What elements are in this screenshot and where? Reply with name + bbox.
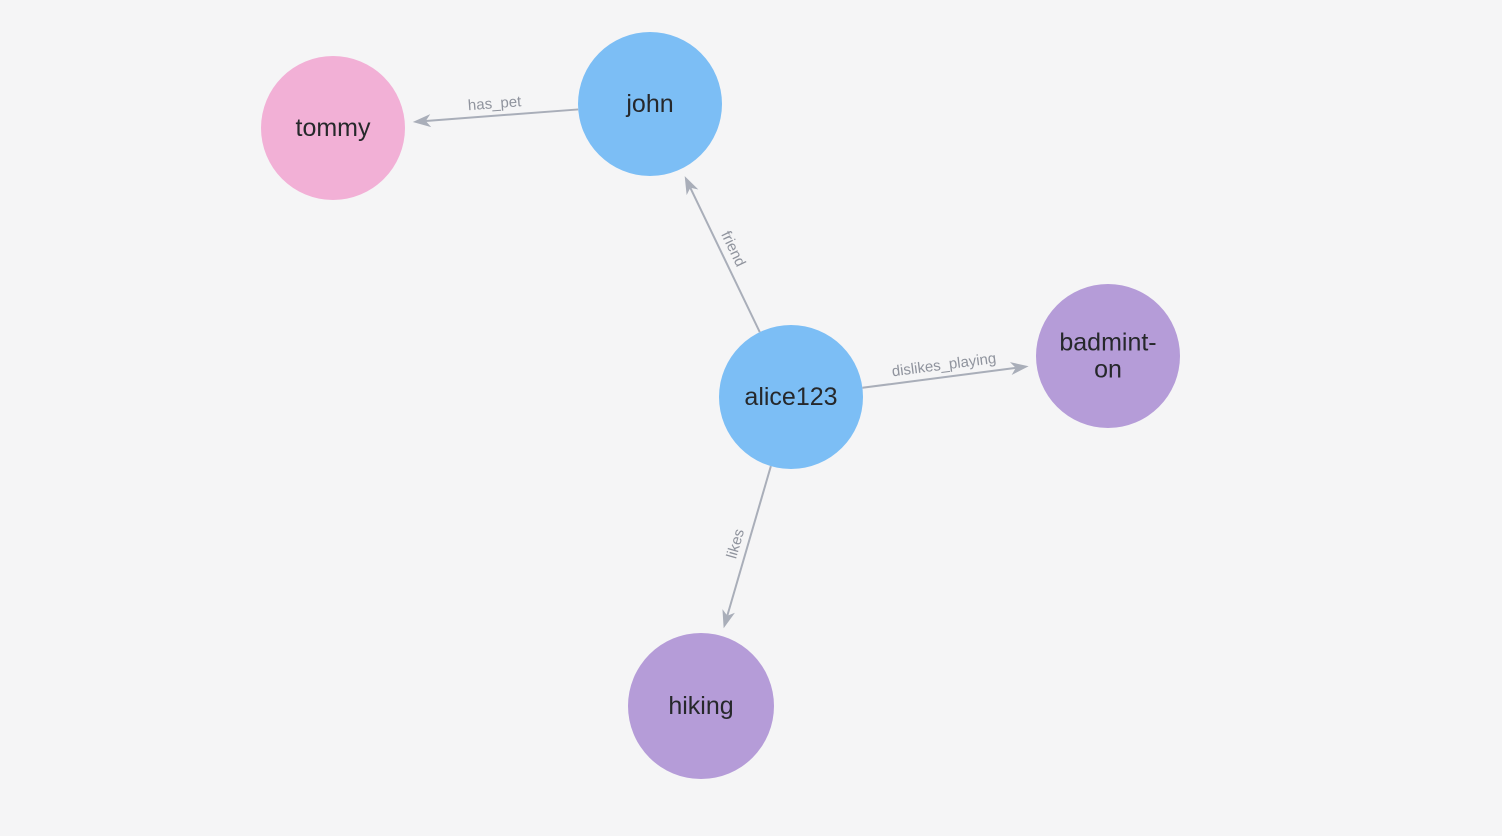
edge-line <box>726 465 772 617</box>
node-circle[interactable] <box>719 325 863 469</box>
edge-line <box>862 366 1016 389</box>
node-john[interactable]: john <box>578 32 722 176</box>
edge-friend: friend <box>684 176 761 333</box>
arrowhead-icon <box>412 114 432 128</box>
edge-label: friend <box>717 228 749 269</box>
node-tommy[interactable]: tommy <box>261 56 405 200</box>
edge-line <box>689 187 761 333</box>
node-circle[interactable] <box>578 32 722 176</box>
edge-dislikes_playing: dislikes_playing <box>862 350 1029 389</box>
edge-label: has_pet <box>467 93 522 114</box>
edge-has_pet: has_pet <box>412 93 579 128</box>
node-hiking[interactable]: hiking <box>628 633 774 779</box>
node-alice123[interactable]: alice123 <box>719 325 863 469</box>
node-circle[interactable] <box>628 633 774 779</box>
node-circle[interactable] <box>1036 284 1180 428</box>
node-circle[interactable] <box>261 56 405 200</box>
edge-likes: likes <box>722 465 772 629</box>
edge-label: dislikes_playing <box>891 350 997 380</box>
node-badminton[interactable]: badmint-on <box>1036 284 1180 428</box>
arrowhead-icon <box>722 609 735 629</box>
arrowhead-icon <box>684 176 699 196</box>
edge-line <box>425 108 579 122</box>
arrowhead-icon <box>1009 362 1029 376</box>
